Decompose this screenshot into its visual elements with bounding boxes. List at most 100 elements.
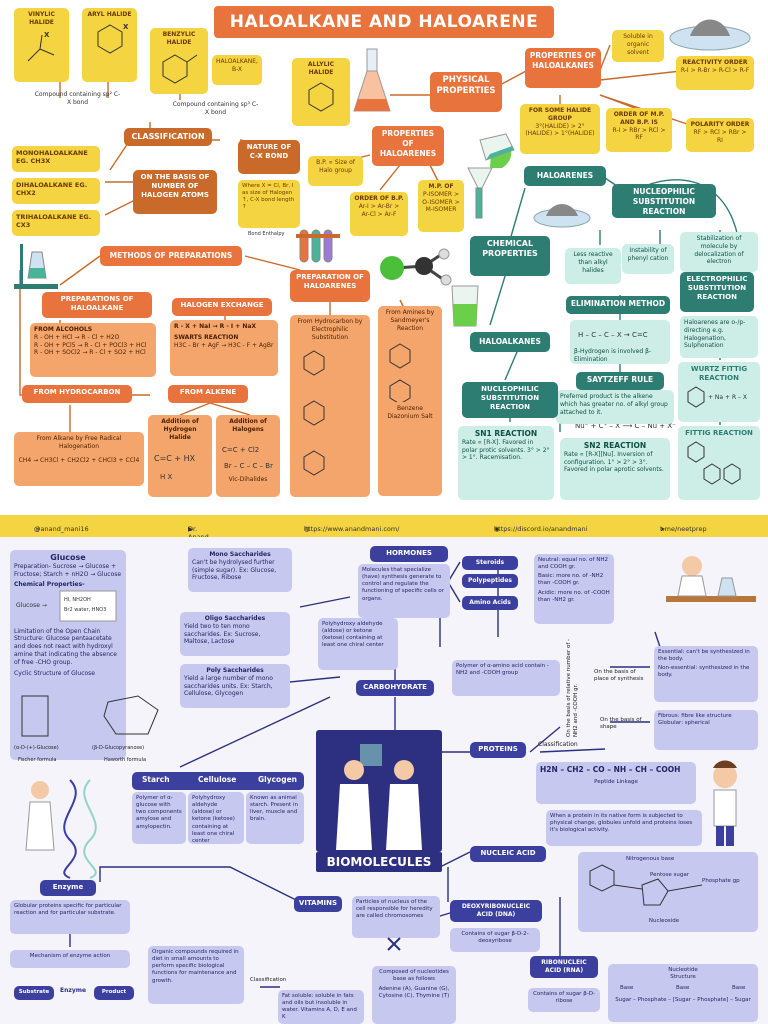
bases-text: Adenine (A), Guanine (G), Cytosine (C), … [378,986,450,1000]
prep-haloalkane-node: PREPARATIONS OF HALOALKANE [42,292,152,318]
dna-node: DEOXYRIBONUCLEIC ACID (DNA) [450,900,542,922]
basis-rel-label: On the basis of relative number of -NH2 … [566,639,580,737]
enzyme-desc: Globular proteins specific for particula… [10,900,130,934]
properties-haloarenes-node: PROPERTIES OF HALOARENES [372,126,444,166]
saytzeff-desc-card: Preferred product is the alkene which ha… [556,390,674,424]
composed-text: Composed of nucleotides base as follows [379,969,449,983]
benzylic-structure-icon [162,54,198,84]
nucleic-acid-node: NUCLEIC ACID [470,846,546,862]
nucleoside-card: Nitrogenous base Pentose sugar Phosphate… [578,852,758,932]
svg-text:Nu⁻ + C⁺ – X ⟶ C – Nu + X⁻: Nu⁻ + C⁺ – X ⟶ C – Nu + X⁻ [575,422,676,430]
sandmeyer-title: From Amines by Sandmeyer's Reaction [385,309,435,332]
hx-addition-icon: C=C + HXH X [154,454,196,481]
instability-card: Instability of phenyl cation [622,244,674,274]
pentose-label: Pentose sugar [650,872,689,878]
elimination-node: ELIMINATION METHOD [566,296,670,314]
sn1-card: SN1 REACTION Rate ∝ [R-X]. Favored in po… [458,426,554,500]
electrophilic-sub-card: From Hydrocarbon by Electrophilic Substi… [290,315,370,497]
sp3-note: Compound containing sp³ C-X bond [172,101,259,116]
haloalkanes-teal-node: HALOALKANES [470,332,550,352]
from-alkane-title: From Alkane by Free Radical Halogenation [36,435,122,450]
order-bp-title: ORDER OF B.P. [354,195,404,202]
alpha-label: (α-D-(+)-Glucose) [14,745,59,751]
cellulose-header: Cellulose [198,775,237,784]
base-label-3: Base [732,985,746,992]
basis-shape-label: On the basis of shape [600,717,642,731]
nucleophilic-sub2-node: NUCLEOPHILIC SUBSTITUTION REACTION [462,382,558,418]
order-mp-title: ORDER OF M.P. AND B.P. IS [613,111,665,126]
beta-h-card: H – C – C – X → C=C β-Hydrogen is involv… [570,320,670,364]
same-halide-card: FOR SOME HALIDE GROUP 3°(HALIDE) > 2°(HA… [520,104,600,154]
from-hydrocarbon-node: FROM HYDROCARBON [22,385,132,403]
saytzeff-node: SAYTZEFF RULE [576,372,664,390]
proteins-node: PROTEINS [470,742,526,758]
product-node: Product [94,986,134,1000]
scientist-boy-icon [713,760,737,846]
sn2-card: SN2 REACTION Rate ∝ [R-X][Nu]. Inversion… [560,438,670,500]
biomolecules-illustration [316,730,442,852]
alcohol-reaction-2: R - OH + PCl5 → R - Cl + POCl3 + HCl [34,341,147,349]
glucose-chem-title: Chemical Properties- [14,580,85,588]
glucose-title: Glucose [50,553,86,562]
acidic-text: Acidic: more no. of -COOH than -NH2 gr. [538,589,610,603]
soluble-card: Soluble in organic solvent [612,30,664,62]
bases-card: Composed of nucleotides base as follows … [372,966,456,1024]
instagram-handle: @anand_mani16 [34,525,89,533]
chemical-properties-node: CHEMICAL PROPERTIES [470,236,550,276]
fittig-title: FITTIG REACTION [685,429,753,437]
glucose-card: Glucose Preparation- Sucrose → Glucose +… [10,550,126,760]
discord-icon: ◉ [494,525,500,533]
svg-text:Glucose →: Glucose → [16,602,47,609]
order-bp-value: Ar-I > Ar-Br > Ar-Cl > Ar-F [358,202,400,218]
vit-class-label: Classification [250,977,287,983]
flask-icon [353,48,391,112]
sn2-title: SN2 REACTION [583,441,647,450]
haloarene-structures-icon [303,350,325,476]
starch-desc: Polymer of α-glucose with two components… [132,792,186,844]
order-bp-card: ORDER OF B.P. Ar-I > Ar-Br > Ar-Cl > Ar-… [350,192,408,236]
bowl-icon [533,204,591,228]
oligo-card: Oligo Saccharides Yield two to ten mono … [180,612,290,656]
fittig-card: FITTIG REACTION [678,426,760,500]
dna-scientist-icon [25,779,97,879]
sp2-note: Compound containing sp² C-X bond [34,91,121,106]
base-label-2: Base [676,985,690,992]
benzene-diazonium-label: Benzene Diazonium Salt [387,405,433,420]
benzene-icon: X [97,23,129,54]
peptide-eq: H2N – CH2 – CO – NH – CH – COOH [540,765,681,774]
test-tubes-icon [296,229,340,263]
classification-node: CLASSIFICATION [124,128,212,146]
amine-structure-icon [389,343,411,405]
structure-label: Structure [670,974,696,981]
rna-node: RIBONUCLEIC ACID (RNA) [530,956,598,978]
vic-dihalide-label: Vic-Dihalides [228,476,268,484]
cyclohexene-icon [308,82,334,112]
page-title: HALOALKANE AND HALOARENE [214,6,554,38]
electrophilic-sub-title: From Hydrocarbon by Electrophilic Substi… [297,318,363,341]
phosphate-label: Phosphate gp [702,878,740,884]
nature-cx-node: NATURE OF C-X BOND [238,140,300,174]
prep-haloarenes-node: PREPARATION OF HALOARENES [290,270,370,302]
haloarenes-teal-node: HALOARENES [524,166,606,186]
from-alkane-card: From Alkane by Free Radical Halogenation… [14,432,144,486]
dna-desc: Contains of sugar β-D-2-deoxyribose [450,928,540,952]
chain-text: Sugar – Phosphate – [Sugar – Phosphate] … [615,997,751,1004]
swarts-title: SWARTS REACTION [174,333,239,341]
steroids-node: Steroids [462,556,518,570]
monohaloalkane-card: MONOHALOALKANE EG. CH3X [12,146,100,172]
bp-size-card: B.P. ∝ Size of Halo group [308,156,363,186]
telegram-url: t.me/neetprep [660,525,707,533]
enzyme-arrow-label: Enzyme [60,987,87,994]
website-url: https://www.anandmani.com/ [304,525,400,533]
allylic-label: ALLYLIC HALIDE [307,61,335,76]
cellulose-desc: Polyhydroxy aldehyde (aldose) or ketone … [188,792,244,844]
youtube-icon: ▶ [188,525,193,533]
vitamins-node: VITAMINS [294,896,342,912]
nucleophilic-sub-node: NUCLEOPHILIC SUBSTITUTION REACTION [612,184,716,218]
polarity-title: POLARITY ORDER [690,121,750,128]
chromosome-icon [387,937,401,951]
biomolecules-title: BIOMOLECULES [316,852,442,872]
